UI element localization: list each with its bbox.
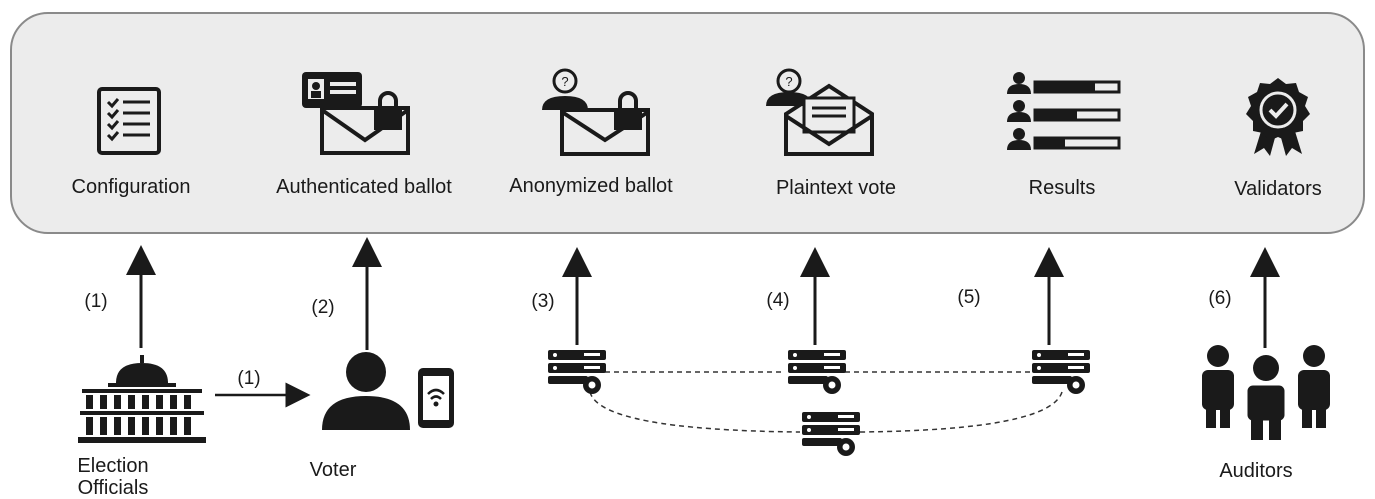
- label-voter: Voter: [309, 459, 357, 481]
- server-icon: [1030, 348, 1094, 394]
- step-label-2: (2): [311, 297, 335, 318]
- group-people-icon: [1196, 342, 1336, 442]
- label-auditors: Auditors: [1219, 460, 1293, 482]
- ranking-list-icon: [1005, 70, 1123, 158]
- svg-text:?: ?: [561, 74, 568, 89]
- step-label-3: (3): [531, 291, 555, 312]
- step-label-4: (4): [766, 290, 790, 311]
- label-results: Results: [1028, 177, 1096, 199]
- label-authenticated-ballot: Authenticated ballot: [276, 176, 452, 198]
- capitol-building-icon: [78, 355, 206, 447]
- step-label-1b: (1): [237, 368, 261, 389]
- step-label-6: (6): [1208, 288, 1232, 309]
- certificate-badge-icon: [1240, 76, 1316, 156]
- mixnet-dashed-links: [589, 371, 1063, 433]
- label-configuration: Configuration: [71, 176, 191, 198]
- checklist-icon: [95, 86, 167, 156]
- step-label-5: (5): [957, 287, 981, 308]
- server-icon: [800, 410, 864, 456]
- server-icon: [786, 348, 850, 394]
- person-phone-icon: [318, 350, 458, 432]
- server-icon: [546, 348, 610, 394]
- step-label-1: (1): [84, 291, 108, 312]
- anonymous-open-envelope-icon: ?: [764, 66, 879, 158]
- id-card-envelope-lock-icon: [300, 68, 415, 158]
- system-board: [10, 12, 1365, 234]
- label-validators: Validators: [1234, 178, 1322, 200]
- anonymous-envelope-lock-icon: ?: [540, 66, 655, 158]
- svg-text:?: ?: [785, 74, 792, 89]
- label-anonymized-ballot: Anonymized ballot: [509, 175, 673, 197]
- label-election-officials: Election Officials: [77, 455, 149, 499]
- label-plaintext-vote: Plaintext vote: [775, 177, 897, 199]
